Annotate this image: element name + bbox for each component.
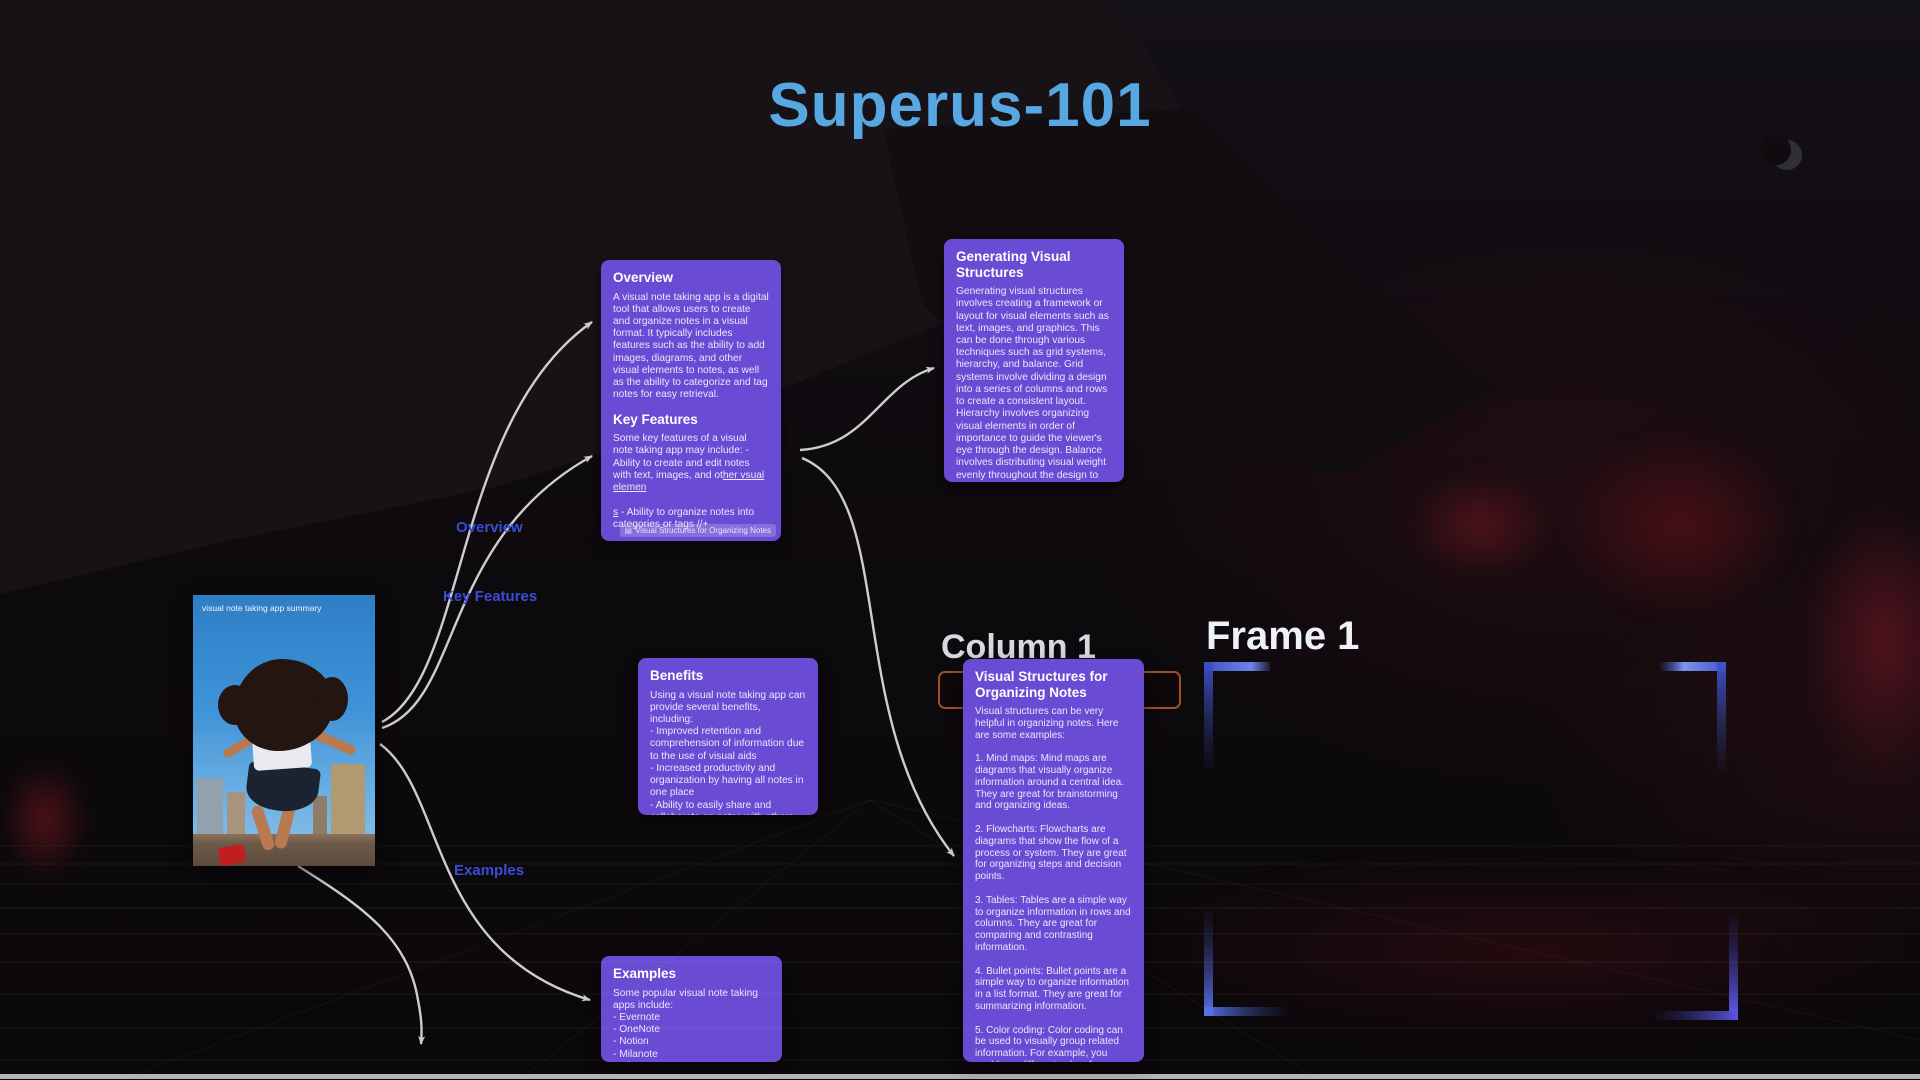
examples-body: Some popular visual note taking apps inc…: [613, 987, 758, 1062]
board-title[interactable]: Superus-101: [768, 71, 1152, 140]
note-card-visual-structures[interactable]: Visual Structures for Organizing Notes V…: [963, 659, 1144, 1062]
photo-building: [331, 764, 365, 838]
overview-body: A visual note taking app is a digital to…: [613, 291, 769, 401]
image-node[interactable]: visual note taking app summary: [193, 595, 375, 866]
generating-heading: Generating Visual Structures: [956, 249, 1071, 280]
visual-structures-body: Visual structures can be very helpful in…: [975, 706, 1131, 1062]
connector-image-to-key-features[interactable]: [381, 454, 593, 730]
red-foliage: [1405, 470, 1555, 580]
edge-label-key-features[interactable]: Key Features: [443, 588, 538, 605]
visual-structures-heading: Visual Structures for Organizing Notes: [975, 669, 1108, 700]
note-card-examples[interactable]: Examples Some popular visual note taking…: [601, 956, 782, 1062]
note-icon: ▤: [624, 526, 633, 535]
frame-corner-bottom-left: [1204, 1007, 1286, 1016]
linked-note-chip[interactable]: ▤ Visual Structures for Organizing Notes: [619, 524, 776, 537]
frame-corner-bottom-right: [1656, 1011, 1738, 1020]
frame-title[interactable]: Frame 1: [1206, 614, 1360, 658]
connector-card-to-generating[interactable]: [799, 366, 935, 452]
red-plant: [0, 760, 90, 880]
note-card-benefits[interactable]: Benefits Using a visual note taking app …: [638, 658, 818, 815]
horizontal-scrollbar[interactable]: [0, 1074, 1920, 1079]
connector-image-to-examples[interactable]: [379, 743, 591, 1002]
frame-corner-bottom-right: [1729, 914, 1738, 1012]
connector-card-to-visual-structures[interactable]: [801, 456, 955, 857]
frame-corner-top-right: [1717, 662, 1726, 772]
frame-corner-top-left: [1204, 662, 1270, 671]
frame-corner-top-left: [1204, 662, 1213, 768]
image-caption: visual note taking app summary: [202, 603, 322, 613]
examples-heading: Examples: [613, 966, 677, 981]
generating-body: Generating visual structures involves cr…: [956, 286, 1109, 482]
red-foliage: [1560, 430, 1800, 620]
photo-building: [313, 796, 327, 838]
frame-corner-top-right: [1660, 662, 1726, 671]
edge-label-examples[interactable]: Examples: [454, 862, 525, 879]
frame-corner-bottom-left: [1204, 910, 1213, 1016]
crescent-moon: [1761, 135, 1802, 170]
benefits-body: Using a visual note taking app can provi…: [650, 689, 806, 815]
photo-building: [227, 792, 245, 836]
note-card-generating-visual-structures[interactable]: Generating Visual Structures Generating …: [944, 239, 1124, 482]
photo-building: [197, 778, 223, 836]
key-features-heading: Key Features: [613, 411, 698, 427]
edge-label-overview[interactable]: Overview: [456, 519, 523, 536]
benefits-heading: Benefits: [650, 668, 704, 683]
photo-person-hair: [218, 659, 348, 751]
note-card-overview[interactable]: Overview A visual note taking app is a d…: [601, 260, 781, 541]
connector-image-down[interactable]: [297, 864, 426, 1045]
linked-note-chip-label: Visual Structures for Organizing Notes: [635, 526, 771, 535]
overview-heading: Overview: [613, 270, 674, 285]
connector-image-to-overview[interactable]: [381, 321, 593, 724]
key-features-body: Some key features of a visual note takin…: [613, 433, 765, 530]
